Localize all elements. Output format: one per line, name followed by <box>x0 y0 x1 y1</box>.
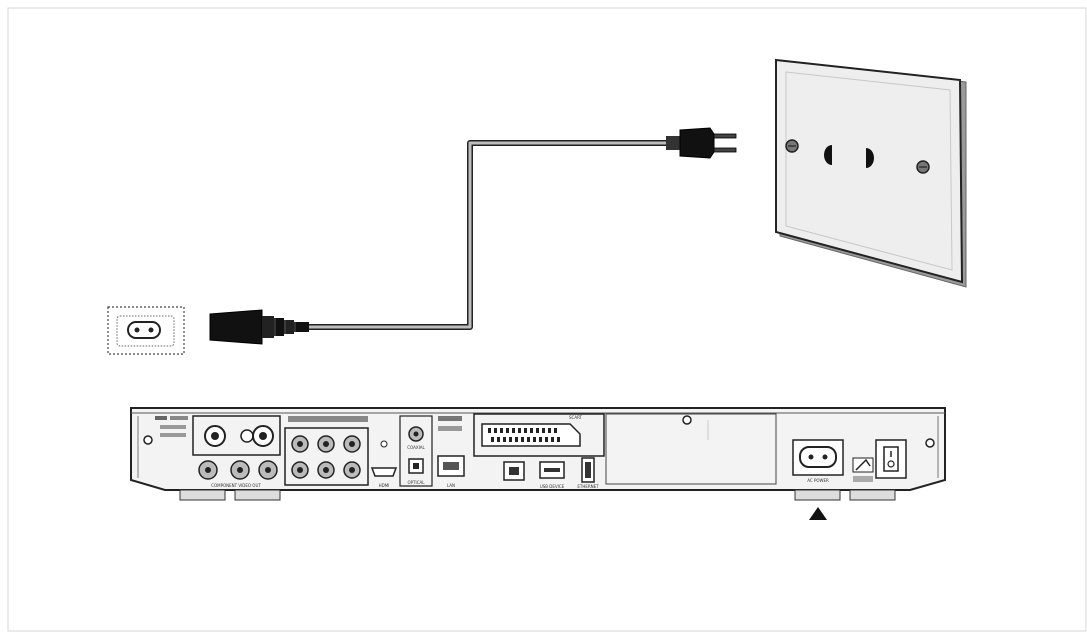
iec-power-connector <box>209 309 309 345</box>
panel-screw <box>925 438 935 448</box>
power-switch <box>875 439 907 479</box>
label-usb-device: USB DEVICE <box>540 484 565 489</box>
wall-socket-hole-left <box>824 145 832 165</box>
device-ac-inlet: AC POWER <box>792 439 844 483</box>
lan-port: LAN <box>437 416 465 488</box>
label-coaxial: COAXIAL <box>407 445 425 450</box>
plug-prong-top <box>713 133 737 139</box>
label-component-video-out: COMPONENT VIDEO OUT <box>211 483 261 488</box>
component-video-out-jacks: COMPONENT VIDEO OUT <box>198 460 278 488</box>
hdmi-port: HDMI <box>370 440 398 488</box>
panel-screw <box>143 435 153 445</box>
audio-rca-jacks <box>284 416 369 486</box>
label-ac-power: AC POWER <box>807 478 829 483</box>
device-rear-panel: COMPONENT VIDEO OUT HDMI COAXIAL <box>130 407 946 501</box>
antenna-connectors <box>192 415 281 456</box>
ac-inlet-detail <box>107 306 185 355</box>
wall-outlet <box>775 58 967 288</box>
power-cord <box>309 141 672 329</box>
label-scart: SCART <box>569 415 583 420</box>
panel-screw <box>682 415 692 425</box>
usb-ports: USB DEVICE ETHERNET <box>503 457 599 489</box>
scart-port: SCART <box>473 413 605 457</box>
device-foot <box>234 489 281 501</box>
device-foot <box>794 489 841 501</box>
wall-plug <box>666 127 737 159</box>
digital-audio-outputs: COAXIAL OPTICAL <box>399 415 433 487</box>
wall-socket-hole-right <box>866 148 874 168</box>
device-foot <box>179 489 226 501</box>
plug-prong-bottom <box>713 147 737 153</box>
blank-cover-plate <box>605 413 777 485</box>
label-ethernet: ETHERNET <box>577 484 599 489</box>
label-hdmi: HDMI <box>379 483 390 488</box>
wall-outlet-screw-left <box>785 139 799 153</box>
label-optical: OPTICAL <box>408 480 426 485</box>
warning-label <box>852 457 874 482</box>
device-foot <box>849 489 896 501</box>
wall-outlet-screw-right <box>916 160 930 174</box>
label-lan: LAN <box>447 483 455 488</box>
pointer-arrow-icon <box>809 507 827 520</box>
